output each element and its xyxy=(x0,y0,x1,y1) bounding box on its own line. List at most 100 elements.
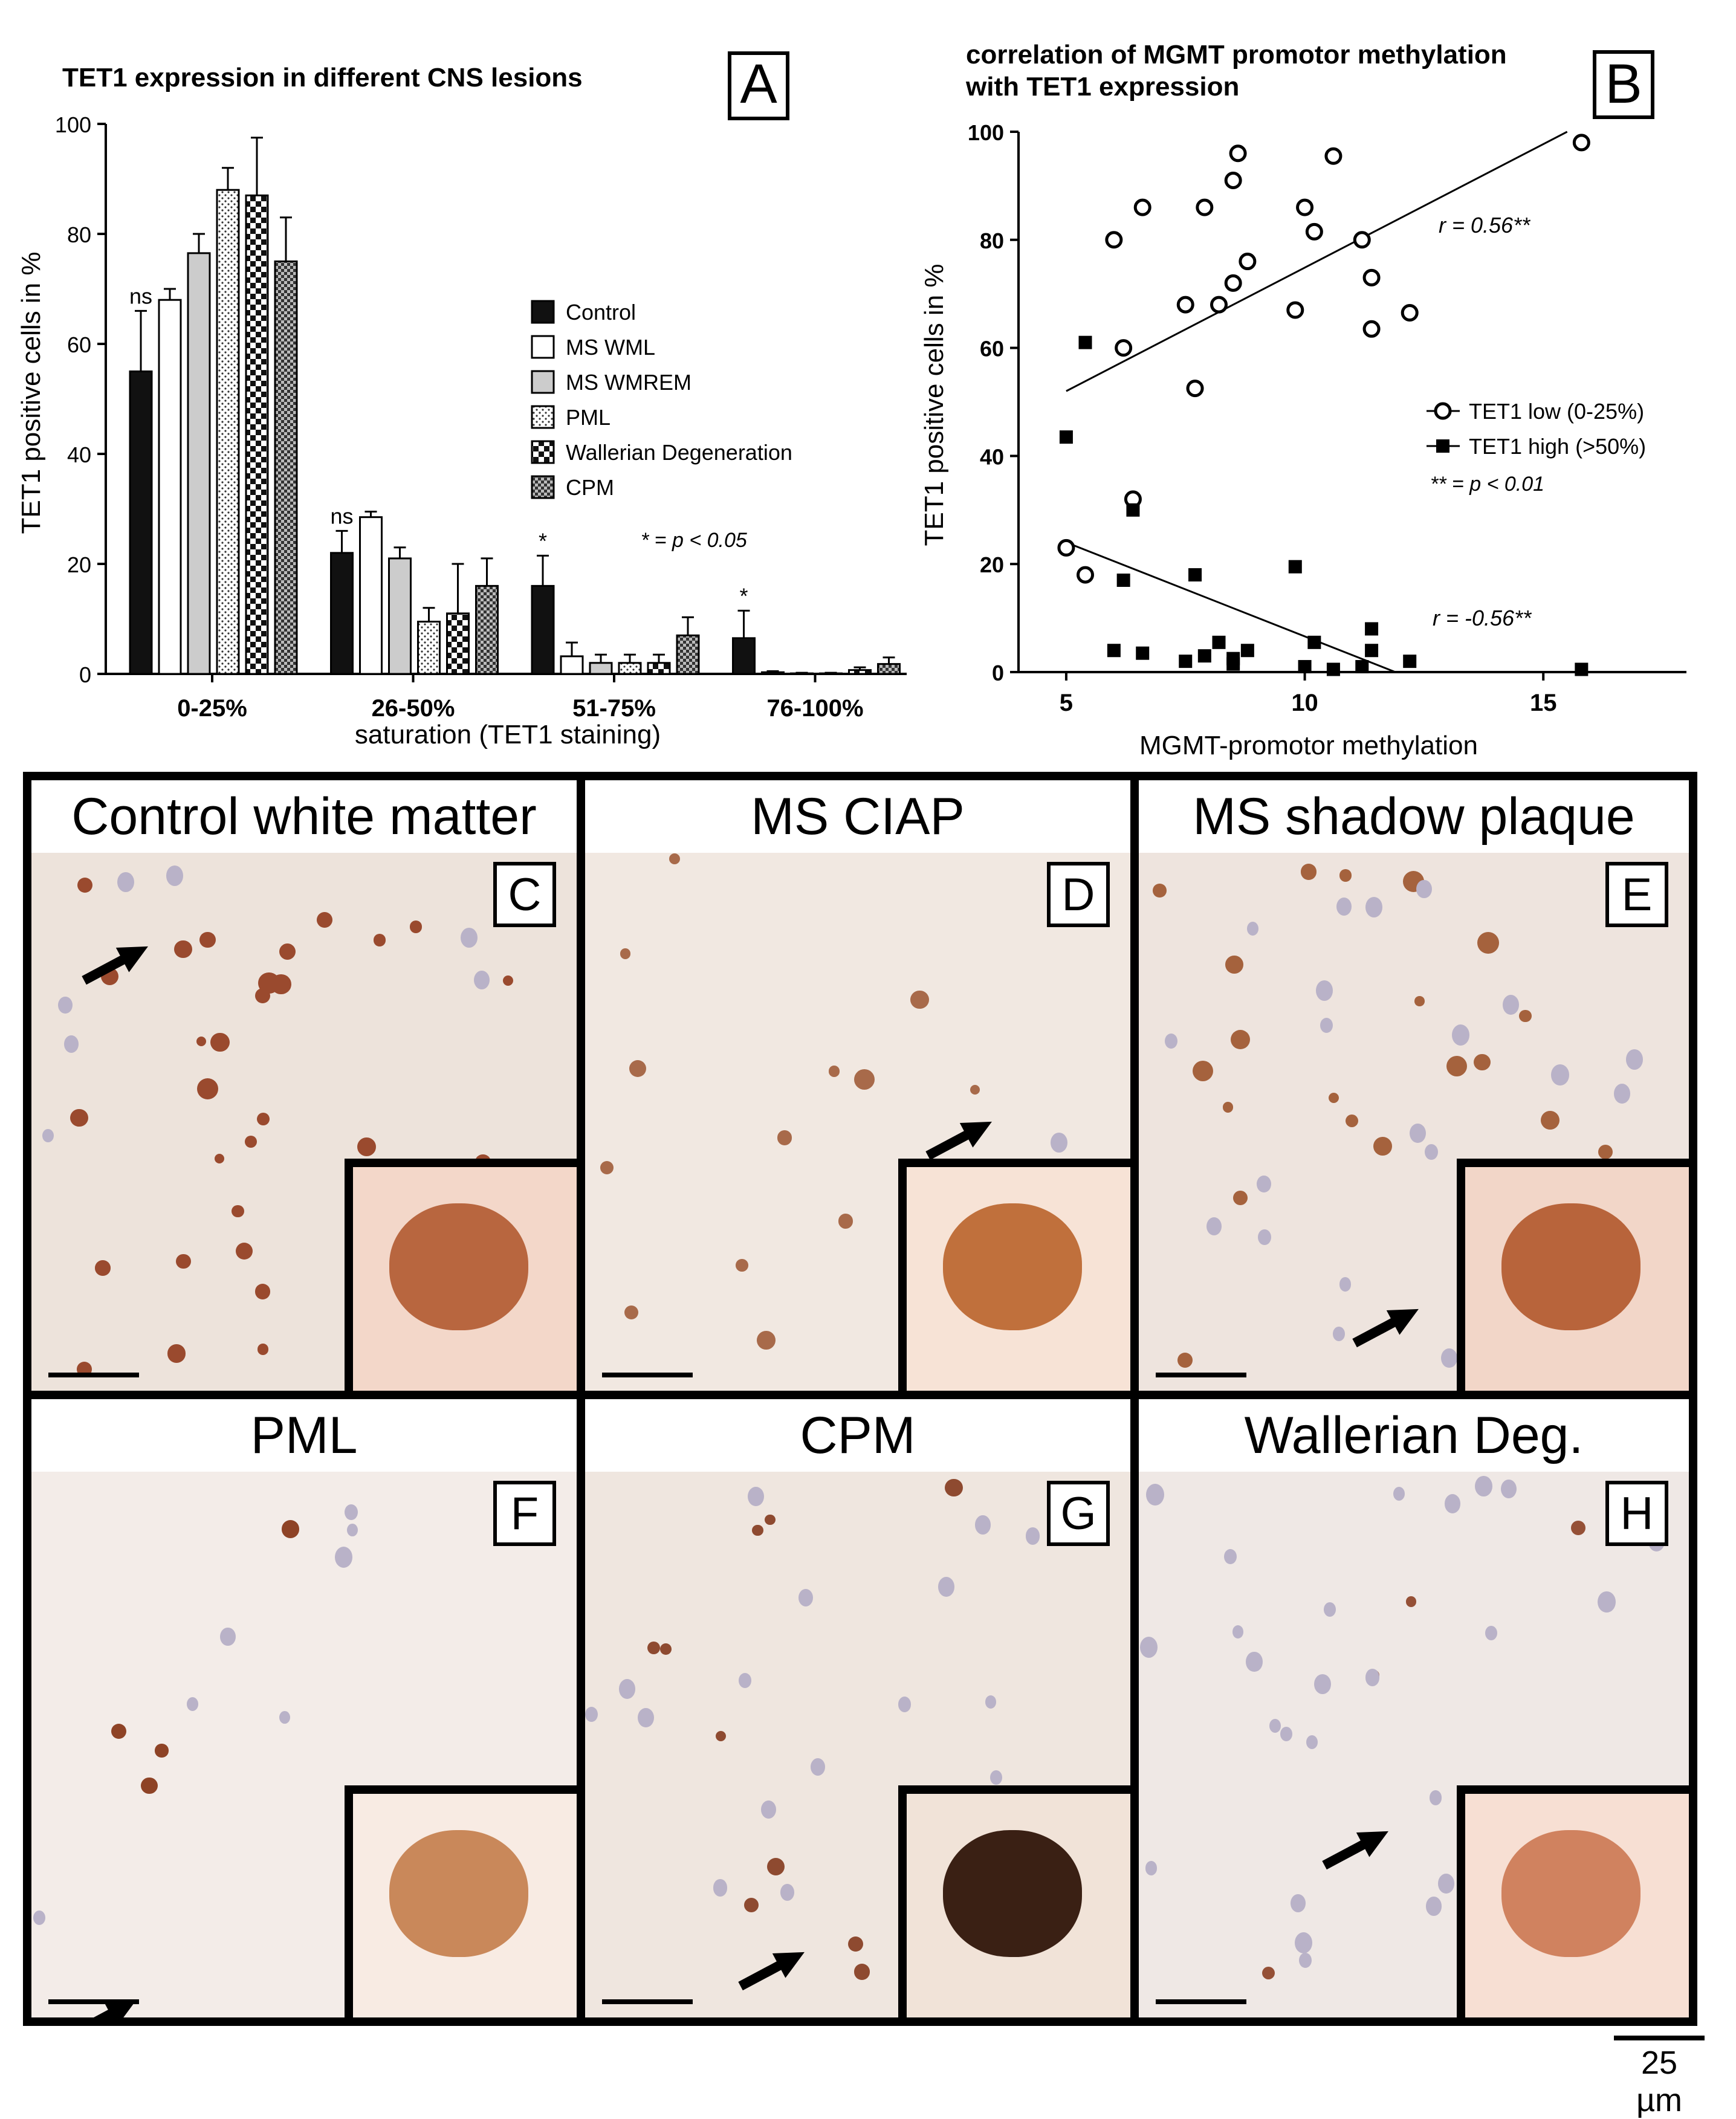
stained-nucleus xyxy=(1477,932,1499,954)
stained-nucleus xyxy=(757,1330,776,1350)
chart-b-points: r = 0.56**r = -0.56** xyxy=(1057,131,1590,676)
fit-line-label: r = -0.56** xyxy=(1433,606,1532,630)
legend-label: MS WML xyxy=(566,335,655,360)
data-point-circle xyxy=(1196,198,1214,216)
stained-nucleus xyxy=(828,1066,840,1077)
significance-note: ** = p < 0.01 xyxy=(1430,473,1544,496)
unstained-nucleus xyxy=(811,1758,826,1776)
unstained-nucleus xyxy=(748,1486,765,1507)
scale-bar xyxy=(1156,1999,1246,2004)
unstained-nucleus xyxy=(1424,1144,1438,1160)
data-point-square xyxy=(1116,574,1130,587)
legend-swatch xyxy=(531,475,555,499)
significance-note: * = p < 0.05 xyxy=(641,529,747,552)
tissue-image xyxy=(31,853,577,1391)
stained-nucleus xyxy=(176,1254,191,1269)
panel-label-box xyxy=(728,51,789,120)
chart-b-title-line1: correlation of MGMT promotor methylation xyxy=(966,40,1507,70)
x-tick-label: 15 xyxy=(1530,690,1557,716)
legend-swatch xyxy=(531,335,555,359)
data-point-circle xyxy=(1286,301,1304,319)
unstained-nucleus xyxy=(1313,1674,1331,1695)
data-point-circle xyxy=(1115,339,1133,357)
scale-bar xyxy=(602,1373,693,1377)
stained-nucleus xyxy=(766,1857,785,1875)
bar xyxy=(848,669,872,675)
panel-label: C xyxy=(493,862,556,927)
unstained-nucleus xyxy=(1306,1735,1318,1750)
data-point-square xyxy=(1240,644,1254,658)
legend-label: TET1 low (0-25%) xyxy=(1469,399,1644,424)
unstained-nucleus xyxy=(1206,1217,1222,1235)
bar xyxy=(560,655,584,675)
legend-swatch xyxy=(531,370,555,394)
stained-nucleus xyxy=(357,1137,377,1157)
stained-nucleus xyxy=(600,1161,614,1175)
chart-b: correlation of MGMT promotor methylation… xyxy=(919,40,1686,760)
data-point-circle xyxy=(1186,380,1204,398)
magnified-inset xyxy=(345,1785,577,2017)
stained-nucleus xyxy=(853,1963,870,1980)
unstained-nucleus xyxy=(1025,1527,1040,1545)
bar xyxy=(647,662,671,675)
pointer-arrow-icon xyxy=(925,1121,992,1160)
unstained-nucleus xyxy=(1410,1124,1427,1144)
unstained-nucleus xyxy=(1598,1591,1616,1613)
data-point-square xyxy=(1197,649,1211,663)
stained-nucleus xyxy=(1300,864,1317,880)
scale-bar xyxy=(602,1999,693,2004)
stained-nucleus xyxy=(1373,1137,1392,1156)
magnified-inset xyxy=(898,1159,1130,1391)
micrograph-grid: Control white matter C MS CIAP D MS shad… xyxy=(23,772,1697,2026)
unstained-nucleus xyxy=(57,996,73,1014)
unstained-nucleus xyxy=(1246,1651,1263,1672)
data-point-square xyxy=(1226,652,1240,665)
bar xyxy=(330,552,354,675)
stained-nucleus xyxy=(77,877,92,893)
micrograph-panel-h: Wallerian Deg. H xyxy=(1139,1399,1689,2017)
data-point-circle xyxy=(1057,539,1075,557)
unstained-nucleus xyxy=(1145,1861,1158,1875)
micrograph-panel-f: PML F xyxy=(31,1399,577,2017)
stained-nucleus xyxy=(629,1060,647,1078)
y-tick-label: 0 xyxy=(79,662,91,687)
unstained-nucleus xyxy=(1502,994,1520,1015)
data-point-circle xyxy=(1105,231,1123,249)
stained-nucleus xyxy=(647,1642,660,1654)
unstained-nucleus xyxy=(990,1770,1003,1785)
data-point-circle xyxy=(1210,296,1228,314)
magnified-nucleus xyxy=(1501,1830,1640,1957)
legend-swatch xyxy=(531,440,555,464)
data-point-circle xyxy=(1401,303,1419,322)
fit-line xyxy=(1066,131,1568,392)
unstained-nucleus xyxy=(1165,1034,1178,1049)
bar xyxy=(877,663,901,675)
stained-nucleus xyxy=(1262,1966,1275,1979)
unstained-nucleus xyxy=(1298,1953,1312,1969)
unstained-nucleus xyxy=(187,1697,199,1712)
unstained-nucleus xyxy=(345,1504,358,1521)
stained-nucleus xyxy=(196,1078,218,1099)
stained-nucleus xyxy=(257,1113,270,1126)
unstained-nucleus xyxy=(1551,1064,1569,1086)
data-point-circle xyxy=(1176,296,1194,314)
legend-marker-square xyxy=(1436,439,1449,453)
pointer-arrow-icon xyxy=(70,2000,136,2017)
stained-nucleus xyxy=(777,1130,792,1145)
stained-nucleus xyxy=(409,920,423,933)
panel-title: MS shadow plaque xyxy=(1139,780,1689,853)
unstained-nucleus xyxy=(166,865,184,887)
data-point-square xyxy=(1365,622,1379,636)
scale-bar-label: 25 µm xyxy=(1636,2045,1683,2118)
data-point-circle xyxy=(1133,198,1151,216)
chart-b-title-line2: with TET1 expression xyxy=(965,72,1239,102)
bar xyxy=(761,671,785,675)
magnified-inset xyxy=(898,1785,1130,2017)
stained-nucleus xyxy=(1345,1114,1358,1128)
data-point-circle xyxy=(1305,222,1323,241)
bar xyxy=(158,299,182,675)
stained-nucleus xyxy=(281,1520,299,1538)
pointer-arrow-icon xyxy=(82,946,148,985)
bar xyxy=(274,260,298,675)
